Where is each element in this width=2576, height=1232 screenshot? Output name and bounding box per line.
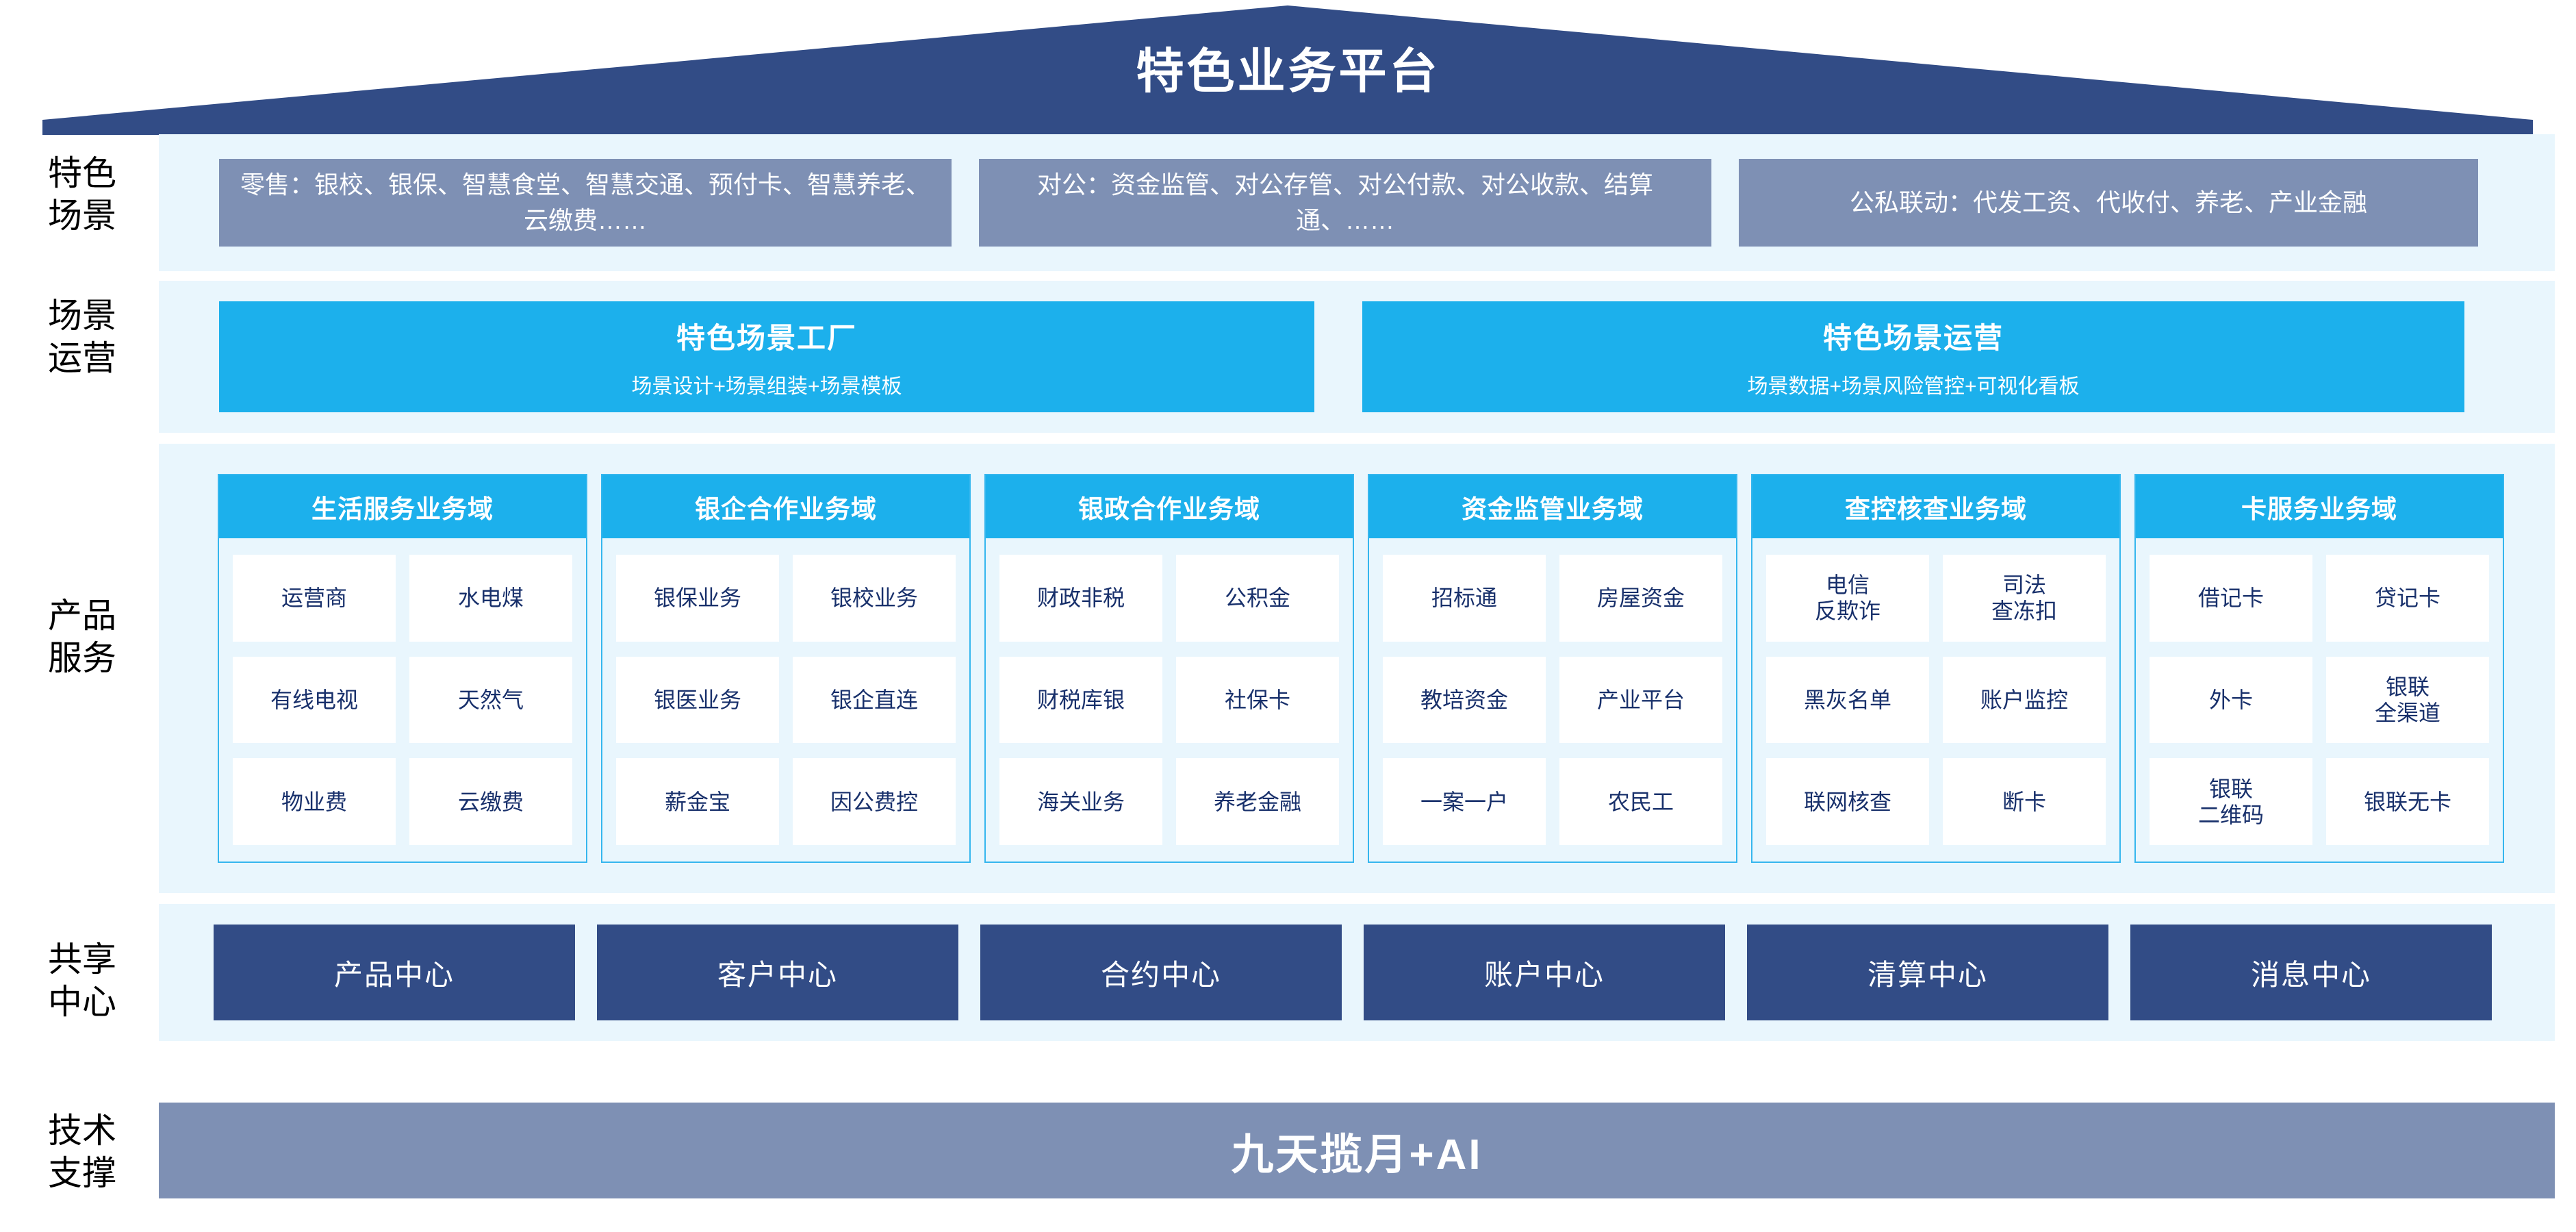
domain-cell[interactable]: 海关业务 (999, 758, 1162, 845)
domain-cell[interactable]: 一案一户 (1383, 758, 1546, 845)
domain-cell[interactable]: 社保卡 (1176, 656, 1339, 744)
domain-title: 资金监管业务域 (1369, 475, 1736, 538)
domain-cell[interactable]: 产业平台 (1559, 656, 1722, 744)
domain-card-investigation-control[interactable]: 查控核查业务域 电信 反欺诈 司法 查冻扣 黑灰名单 账户监控 联网核查 断卡 (1751, 474, 2121, 863)
shared-center-account[interactable]: 账户中心 (1364, 925, 1725, 1020)
domain-cell-grid: 招标通 房屋资金 教培资金 产业平台 一案一户 农民工 (1369, 538, 1736, 862)
domain-cell[interactable]: 电信 反欺诈 (1766, 555, 1929, 642)
row-label-tech: 技术 支撑 (48, 1111, 116, 1192)
domain-cell[interactable]: 银联 全渠道 (2326, 656, 2489, 744)
domain-title: 银政合作业务域 (986, 475, 1353, 538)
domain-cell-grid: 运营商 水电煤 有线电视 天然气 物业费 云缴费 (219, 538, 586, 862)
shared-center-message[interactable]: 消息中心 (2130, 925, 2492, 1020)
domain-cell[interactable]: 黑灰名单 (1766, 656, 1929, 744)
domain-card-card-service[interactable]: 卡服务业务域 借记卡 贷记卡 外卡 银联 全渠道 银联 二维码 银联无卡 (2134, 474, 2504, 863)
domain-cell[interactable]: 招标通 (1383, 555, 1546, 642)
domain-card-bank-government[interactable]: 银政合作业务域 财政非税 公积金 财税库银 社保卡 海关业务 养老金融 (984, 474, 1354, 863)
domain-cell[interactable]: 养老金融 (1176, 758, 1339, 845)
domain-cell[interactable]: 银企直连 (793, 656, 956, 744)
domain-card-fund-supervision[interactable]: 资金监管业务域 招标通 房屋资金 教培资金 产业平台 一案一户 农民工 (1368, 474, 1737, 863)
domain-cell[interactable]: 有线电视 (233, 656, 396, 744)
domain-cell[interactable]: 联网核查 (1766, 758, 1929, 845)
domain-cell[interactable]: 云缴费 (409, 758, 572, 845)
domain-cell[interactable]: 教培资金 (1383, 656, 1546, 744)
domain-cell-grid: 借记卡 贷记卡 外卡 银联 全渠道 银联 二维码 银联无卡 (2136, 538, 2503, 862)
domain-cell[interactable]: 贷记卡 (2326, 555, 2489, 642)
tech-support-bar[interactable]: 九天揽月+AI (159, 1103, 2555, 1198)
operation-subtitle: 场景设计+场景组装+场景模板 (631, 375, 902, 398)
page-title: 特色业务平台 (1136, 45, 1440, 98)
domain-cell[interactable]: 断卡 (1943, 758, 2106, 845)
shared-center-product[interactable]: 产品中心 (214, 925, 575, 1020)
operation-title: 特色场景运营 (1822, 321, 2004, 354)
row-label-shared: 共享 中心 (48, 940, 116, 1021)
domain-cell[interactable]: 因公费控 (793, 758, 956, 845)
shared-center-customer[interactable]: 客户中心 (597, 925, 958, 1020)
operation-box-scene-operation[interactable]: 特色场景运营 场景数据+场景风险管控+可视化看板 (1362, 301, 2464, 412)
operation-box-scene-factory[interactable]: 特色场景工厂 场景设计+场景组装+场景模板 (219, 301, 1314, 412)
domain-cell[interactable]: 账户监控 (1943, 656, 2106, 744)
domain-title: 卡服务业务域 (2136, 475, 2503, 538)
domain-cell[interactable]: 公积金 (1176, 555, 1339, 642)
domain-cell[interactable]: 运营商 (233, 555, 396, 642)
domain-cell[interactable]: 水电煤 (409, 555, 572, 642)
domain-cell[interactable]: 薪金宝 (616, 758, 779, 845)
domain-title: 银企合作业务域 (602, 475, 969, 538)
scenario-box-corporate[interactable]: 对公：资金监管、对公存管、对公付款、对公收款、结算通、…… (979, 159, 1711, 247)
domain-cell-grid: 银保业务 银校业务 银医业务 银企直连 薪金宝 因公费控 (602, 538, 969, 862)
domain-cell[interactable]: 物业费 (233, 758, 396, 845)
roof-shape (42, 5, 2533, 135)
domain-cell[interactable]: 司法 查冻扣 (1943, 555, 2106, 642)
domain-cell-grid: 电信 反欺诈 司法 查冻扣 黑灰名单 账户监控 联网核查 断卡 (1752, 538, 2119, 862)
domain-card-life-service[interactable]: 生活服务业务域 运营商 水电煤 有线电视 天然气 物业费 云缴费 (218, 474, 587, 863)
domain-cell[interactable]: 农民工 (1559, 758, 1722, 845)
domain-cell[interactable]: 财税库银 (999, 656, 1162, 744)
row-label-products: 产品 服务 (48, 596, 116, 677)
domain-cell[interactable]: 银保业务 (616, 555, 779, 642)
scenario-box-retail[interactable]: 零售：银校、银保、智慧食堂、智慧交通、预付卡、智慧养老、云缴费…… (219, 159, 952, 247)
domain-cell[interactable]: 天然气 (409, 656, 572, 744)
shared-center-contract[interactable]: 合约中心 (980, 925, 1342, 1020)
row-label-scenarios: 特色 场景 (48, 154, 116, 235)
scenario-box-public-private[interactable]: 公私联动：代发工资、代收付、养老、产业金融 (1739, 159, 2478, 247)
operation-subtitle: 场景数据+场景风险管控+可视化看板 (1747, 375, 2080, 398)
domain-cell[interactable]: 借记卡 (2150, 555, 2312, 642)
domain-cell-grid: 财政非税 公积金 财税库银 社保卡 海关业务 养老金融 (986, 538, 1353, 862)
domain-title: 生活服务业务域 (219, 475, 586, 538)
domain-cell[interactable]: 银校业务 (793, 555, 956, 642)
domain-card-bank-enterprise[interactable]: 银企合作业务域 银保业务 银校业务 银医业务 银企直连 薪金宝 因公费控 (601, 474, 971, 863)
domain-title: 查控核查业务域 (1752, 475, 2119, 538)
domain-cell[interactable]: 银联无卡 (2326, 758, 2489, 845)
operation-title: 特色场景工厂 (676, 321, 857, 354)
domain-cell[interactable]: 财政非税 (999, 555, 1162, 642)
domain-cell[interactable]: 房屋资金 (1559, 555, 1722, 642)
domain-cell[interactable]: 银联 二维码 (2150, 758, 2312, 845)
shared-center-clearing[interactable]: 清算中心 (1747, 925, 2108, 1020)
row-label-operation: 场景 运营 (48, 297, 116, 377)
platform-roof: 特色业务平台 (0, 0, 2576, 142)
domain-cell[interactable]: 银医业务 (616, 656, 779, 744)
domain-cell[interactable]: 外卡 (2150, 656, 2312, 744)
